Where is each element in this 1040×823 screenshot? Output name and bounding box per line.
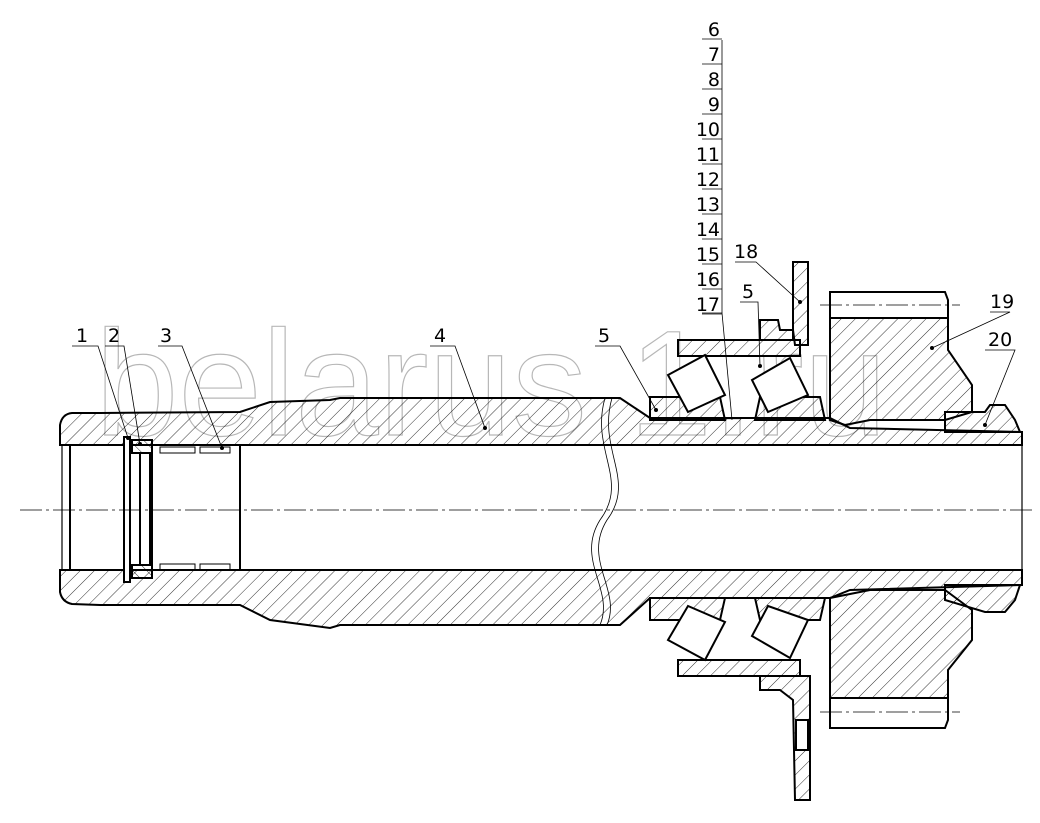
callout-12: 12 <box>696 169 720 191</box>
callout-15: 15 <box>696 244 720 266</box>
callout-4: 4 <box>434 325 446 347</box>
needle-bearing <box>151 444 241 571</box>
gear-upper-section <box>829 317 973 427</box>
gear-lower-section <box>829 589 973 699</box>
callout-2: 2 <box>108 325 120 347</box>
callout-20: 20 <box>988 329 1012 351</box>
retaining-ring <box>123 436 131 583</box>
shaft-bore <box>61 444 1023 571</box>
callout-13: 13 <box>696 194 720 216</box>
nut-lower <box>944 584 1022 613</box>
callout-19: 19 <box>990 291 1014 313</box>
callout-stack: 6 7 8 9 10 11 12 13 14 15 16 17 <box>696 19 722 316</box>
callout-1: 1 <box>76 325 88 347</box>
callout-14: 14 <box>696 219 720 241</box>
callout-18: 18 <box>734 241 758 263</box>
bearing-cup-upper <box>677 339 801 357</box>
break-line <box>591 397 612 626</box>
bearing-cup-lower <box>677 659 801 677</box>
callout-5b: 5 <box>742 281 754 303</box>
leader-lines <box>72 40 1016 449</box>
nut-upper <box>944 404 1022 433</box>
callout-5a: 5 <box>598 325 610 347</box>
callout-16: 16 <box>696 269 720 291</box>
housing-flange-upper <box>759 261 809 346</box>
callout-17: 17 <box>696 294 720 316</box>
gear-teeth-upper <box>829 291 949 319</box>
callout-3: 3 <box>160 325 172 347</box>
callout-10: 10 <box>696 119 720 141</box>
callout-11: 11 <box>696 144 720 166</box>
leader-dots <box>126 300 987 450</box>
shaft-upper-section <box>59 397 1023 446</box>
roller-left-upper <box>666 353 727 414</box>
callout-9: 9 <box>708 94 720 116</box>
callout-8: 8 <box>708 69 720 91</box>
housing-flange-lower <box>759 675 811 801</box>
spacer-ring-top <box>131 439 153 454</box>
spacer-ring-bottom <box>131 564 153 579</box>
roller-right-upper <box>750 356 810 414</box>
callout-6: 6 <box>708 19 720 41</box>
callout-7: 7 <box>708 44 720 66</box>
